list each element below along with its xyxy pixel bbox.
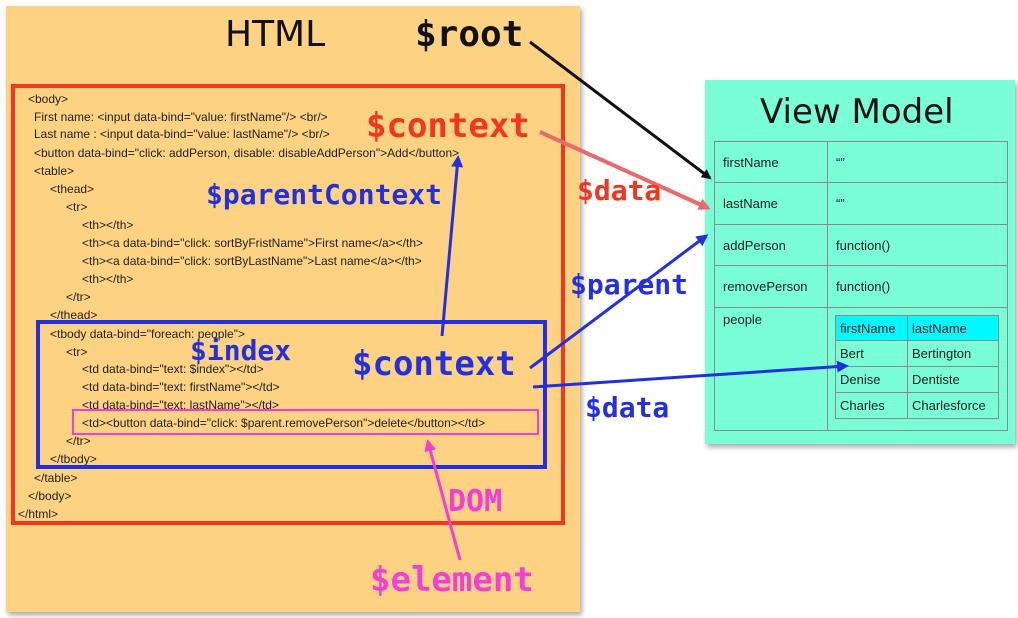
code-line: </table> xyxy=(34,471,78,485)
parent-label: $parent xyxy=(570,268,689,301)
vm-value-cell xyxy=(827,307,1008,431)
data-red-arrow xyxy=(539,130,711,210)
root-label: $root xyxy=(415,14,524,55)
element-arrow xyxy=(424,439,462,561)
code-line: <td data-bind="text: firstName"></td> xyxy=(82,380,280,394)
data-blue-arrow xyxy=(532,360,849,389)
code-line: <th><a data-bind="click: sortByFristName… xyxy=(82,236,424,250)
code-line: <body> xyxy=(28,92,69,106)
data-red-label: $data xyxy=(577,174,662,207)
code-line: Last name : <input data-bind="value: las… xyxy=(34,127,330,141)
code-line: </body> xyxy=(28,489,72,503)
index-label: $index xyxy=(190,334,292,367)
parent-context-label: $parentContext xyxy=(206,178,443,211)
context-inner-label: $context xyxy=(352,344,516,384)
code-line: </thead> xyxy=(50,308,98,322)
code-line: <tr> xyxy=(66,345,88,359)
code-line: <td data-bind="text: lastName"></td> xyxy=(82,398,279,412)
code-line: </tbody> xyxy=(50,452,97,466)
context-top-label: $context xyxy=(366,106,530,146)
code-line: </html> xyxy=(18,507,59,521)
code-line: <thead> xyxy=(50,182,95,196)
parent-arrow xyxy=(529,234,709,370)
element-label: $element xyxy=(370,560,534,600)
view-model-panel xyxy=(705,80,1015,444)
code-line: <button data-bind="click: addPerson, dis… xyxy=(34,146,460,160)
code-line: <td data-bind="text: $index"></td> xyxy=(82,362,264,376)
html-panel xyxy=(6,6,580,612)
code-line: First name: <input data-bind="value: fir… xyxy=(34,110,328,124)
code-line: <tr> xyxy=(66,200,88,214)
code-line: </tr> xyxy=(66,290,91,304)
view-model-title: View Model xyxy=(760,92,954,132)
dom-label: DOM xyxy=(448,484,503,519)
data-blue-label: $data xyxy=(585,391,670,424)
context-red-box xyxy=(11,84,565,525)
parent-context-arrow xyxy=(440,155,464,337)
code-line: <td><button data-bind="click: $parent.re… xyxy=(82,416,486,430)
people-cell: Charlesforce xyxy=(907,392,999,419)
code-line: <tbody data-bind="foreach: people"> xyxy=(50,327,245,341)
element-magenta-box xyxy=(72,409,539,435)
root-arrow xyxy=(529,40,712,180)
code-line: </tr> xyxy=(66,434,91,448)
code-line: <th><a data-bind="click: sortByLastName"… xyxy=(82,254,422,268)
html-panel-title: HTML xyxy=(225,14,326,55)
code-line: <th></th> xyxy=(82,272,134,286)
code-line: <th></th> xyxy=(82,218,134,232)
code-line: <table> xyxy=(34,164,75,178)
context-blue-box xyxy=(36,320,547,469)
